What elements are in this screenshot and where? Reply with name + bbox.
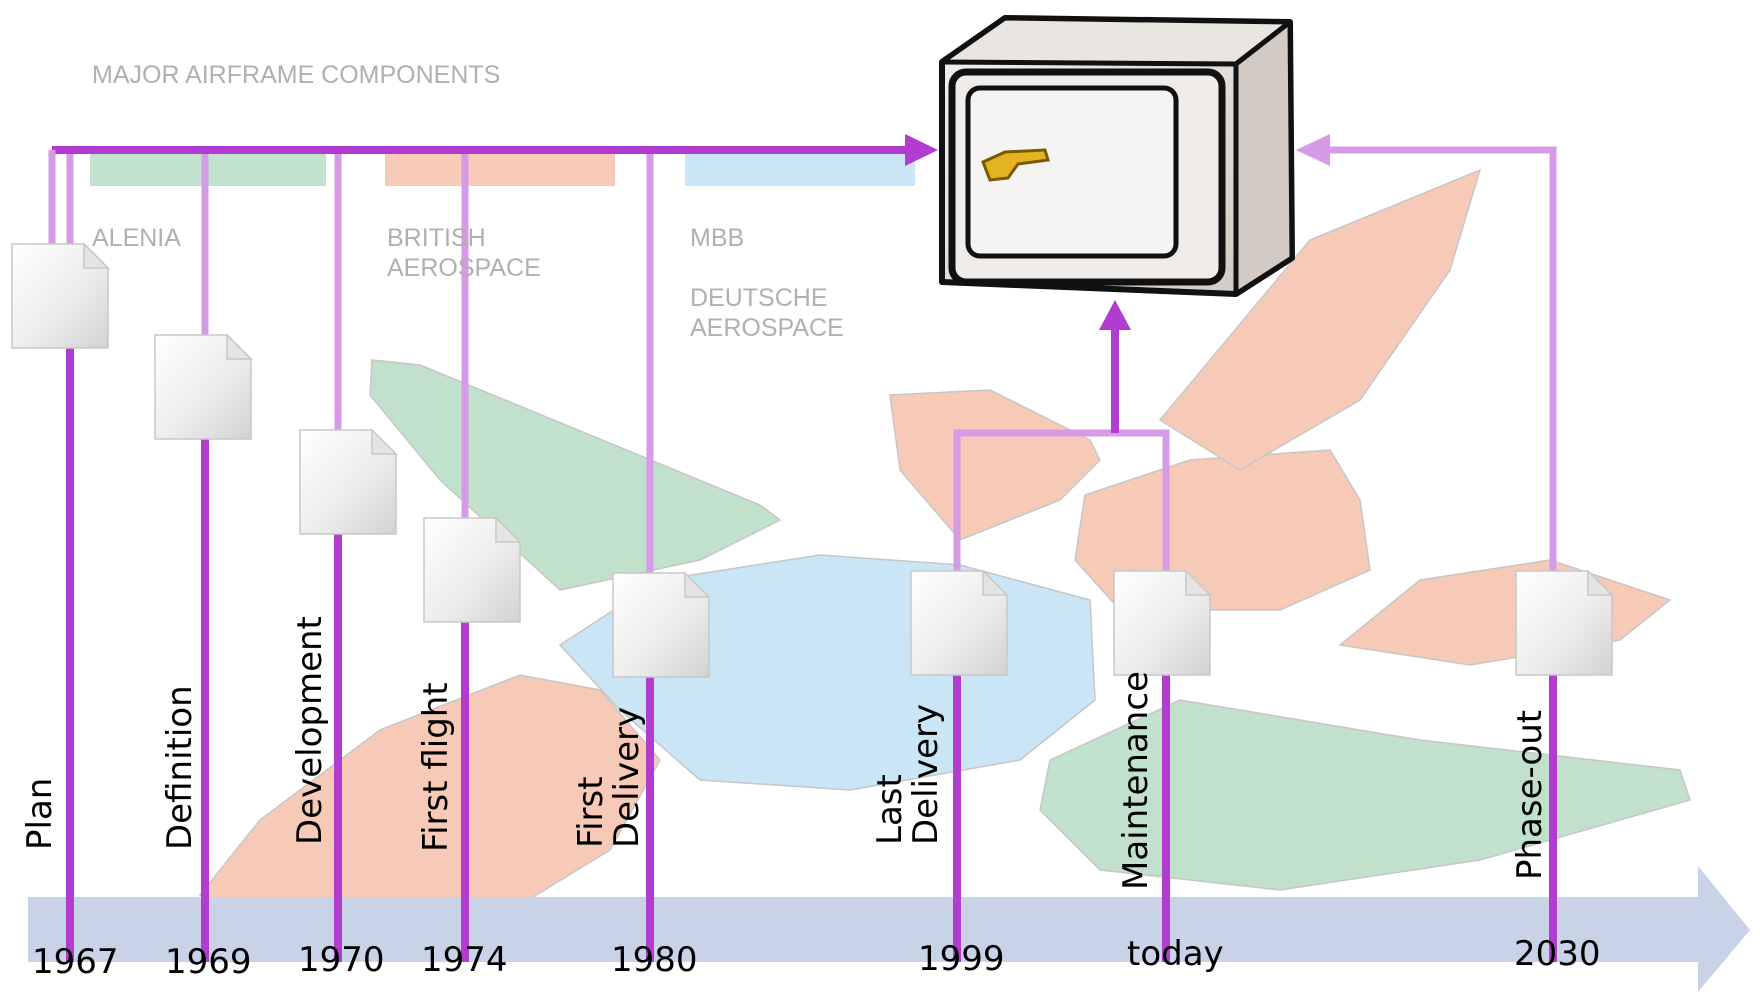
connector-lines [48,134,1557,583]
milestone-phase-label: Development [290,616,330,845]
orange-fin [1158,168,1482,471]
partner-label-bae: BRITISH AEROSPACE [387,224,541,282]
milestone-phase-label: Last Delivery [870,703,946,845]
milestone-year-label: 1974 [421,940,508,980]
service-arrowhead [1099,300,1131,330]
milestone-phase-label: Maintenance [1116,671,1156,890]
milestone-phase-label: First Delivery [571,706,647,848]
milestone-year-label: 1999 [918,939,1005,979]
safe-icon [939,15,1295,297]
document-icon [910,569,1009,676]
document-icon [299,428,398,535]
green-left-wing [369,359,782,591]
partner-label-mbb: MBB DEUTSCHE AEROSPACE [690,224,844,342]
components-title: MAJOR AIRFRAME COMPONENTS [92,61,501,89]
green-right-wing [1039,699,1691,891]
archive-arrowhead [905,134,938,166]
service-bracket-line [953,429,1170,571]
milestone-year-label: today [1127,934,1224,974]
milestone-year-label: 2030 [1514,934,1601,974]
milestone-phase-label: Definition [160,685,200,850]
timeline-axis-arrow [28,866,1750,992]
milestone-year-label: 1980 [611,940,698,980]
milestone-year-label: 1967 [32,942,119,982]
phaseout-arrowhead [1296,134,1330,166]
safe-handle-icon [981,148,1050,182]
safe-top-face [939,15,1293,67]
milestone-phase-label: Plan [20,777,60,850]
milestone-year-label: 1970 [298,940,385,980]
milestones [11,242,1614,962]
bae-color-bar [385,148,615,186]
orange-right-tailplane [1338,559,1672,666]
document-icon [1515,569,1614,676]
safe-side-face [1233,19,1295,297]
mbb-color-bar [685,148,915,186]
document-icon [154,333,253,440]
document-icon [423,516,522,623]
document-icon [11,242,110,349]
milestone-phase-label: Phase-out [1510,709,1550,880]
partner-label-alenia: ALENIA [92,224,181,252]
document-icon [1113,569,1212,676]
milestone-year-label: 1969 [165,942,252,982]
safe-door-inner [965,85,1179,259]
document-icon [612,571,711,678]
milestone-phase-label: First flight [416,682,456,852]
phaseout-connector-line [1330,146,1557,571]
orange-left-tailplane [889,389,1101,541]
